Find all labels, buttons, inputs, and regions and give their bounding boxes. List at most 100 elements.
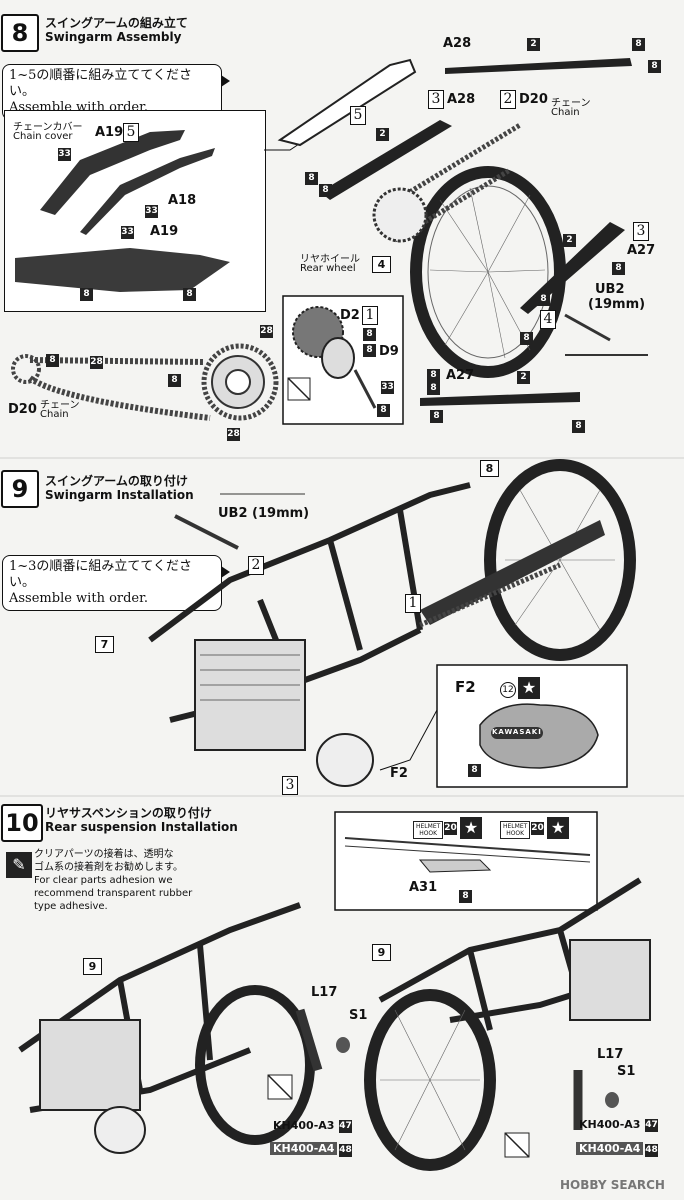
order-3-marker: 3 [428,90,444,109]
star-icon: ★ [547,817,569,839]
part-8-label: 8 [377,404,390,417]
part-47-label: 47 [339,1120,352,1133]
part-12-circle: 12 [500,682,516,698]
star-icon: ★ [460,817,482,839]
kawasaki-logo-label: KAWASAKI [492,728,542,736]
part-d20-label: D20 [8,402,37,417]
step-10-title-en: Rear suspension Installation [45,820,238,834]
part-f2-label: F2 [390,766,408,781]
part-l17-label: L17 [597,1047,624,1062]
part-8-label: 8 [648,60,661,73]
part-8-label: 8 [468,764,481,777]
helmet-hook-tag: HELMET HOOK [413,821,444,839]
part-a19-label: A19 [150,224,179,239]
order-3-marker: 3 [282,776,298,795]
part-47-label: 47 [645,1119,658,1132]
part-33-label: 33 [58,148,71,161]
part-a19-label: A19 [95,125,124,140]
part-d9-label: D9 [379,344,399,359]
part-20-label: 20 [444,822,457,835]
order-5-marker: 5 [350,106,366,125]
caution-jp-2: ゴム系の接着剤をお勧めします。 [34,862,183,873]
chain-en-label: Chain [40,409,69,420]
part-20-label: 20 [531,822,544,835]
chain-jp-label: チェーン [40,400,80,411]
chain-cover-jp-label: チェーンカバー [13,122,83,133]
part-28-label: 28 [260,325,273,338]
part-8-label: 8 [363,328,376,341]
helmet-hook-line-1: HELMET [416,823,441,830]
order-1-marker: 1 [405,594,421,613]
caution-en-2: recommend transparent rubber [34,888,193,899]
part-8-label: 8 [480,460,499,477]
step-8-title-jp: スイングアームの組み立て [45,16,188,30]
part-a28-label: A28 [447,92,476,107]
adhesive-caution-text: クリアパーツの接着は、透明な ゴム系の接着剤をお勧めします。 For clear… [34,848,192,913]
rear-wheel-en-label: Rear wheel [300,263,356,274]
part-8-label: 8 [572,420,585,433]
ub2-19mm-label: UB2 (19mm) [218,506,310,521]
part-a31-label: A31 [409,880,438,895]
part-ub2-label: UB2 [595,282,625,297]
part-8-label: 8 [427,369,440,382]
part-2-label: 2 [563,234,576,247]
step-8-number: 8 [1,14,39,52]
part-9-label: 9 [83,958,102,975]
chain-cover-en-label: Chain cover [13,131,73,142]
kh400-a4-label: KH400-A4 [576,1142,644,1155]
part-7-label: 7 [95,636,114,653]
caution-jp-1: クリアパーツの接着は、透明な [34,849,174,860]
helmet-hook-line-1: HELMET [503,823,528,830]
part-28-label: 28 [227,428,240,441]
kh400-a3-label: KH400-A3 [273,1119,335,1132]
part-33-label: 33 [381,381,394,394]
part-s1-label: S1 [349,1008,368,1023]
part-8-label: 8 [537,293,550,306]
part-2-label: 2 [376,128,389,141]
part-33-label: 33 [121,226,134,239]
part-8-label: 8 [612,262,625,275]
part-d20-label: D20 [519,92,548,107]
part-8-label: 8 [168,374,181,387]
step-10-title-jp: リヤサスペンションの取り付け [45,806,212,820]
part-a28-top: A28 [443,36,472,51]
order-1-marker: 1 [362,306,378,325]
step-8-title-en: Swingarm Assembly [45,30,182,44]
part-8-label: 8 [632,38,645,51]
helmet-hook-line-2: HOOK [506,830,525,837]
caution-en-1: For clear parts adhesion we [34,875,173,886]
step-8-note-jp: 1~5の順番に組み立ててください。 [9,68,193,99]
step-9-title-jp: スイングアームの取り付け [45,474,188,488]
part-28-label: 28 [90,356,103,369]
part-8-label: 8 [183,288,196,301]
part-8-label: 8 [319,184,332,197]
helmet-hook-line-2: HOOK [419,830,438,837]
part-l17-label: L17 [311,985,338,1000]
part-8-label: 8 [305,172,318,185]
kh400-a3-label: KH400-A3 [579,1118,641,1131]
step-9-title-en: Swingarm Installation [45,488,194,502]
part-8-label: 8 [459,890,472,903]
part-d2-label: D2 [340,308,360,323]
rear-wheel-jp-label: リヤホイール [300,254,360,265]
watermark: HOBBY SEARCH [560,1178,665,1192]
part-8-label: 8 [520,332,533,345]
helmet-hook-tag: HELMET HOOK [500,821,531,839]
order-2-marker: 2 [500,90,516,109]
part-2-label: 2 [517,371,530,384]
part-8-label: 8 [46,354,59,367]
part-ub2-size-label: (19mm) [588,297,646,312]
part-8-label: 8 [363,344,376,357]
step-9-number: 9 [1,470,39,508]
part-48-label: 48 [339,1144,352,1157]
part-a27-label: A27 [627,243,656,258]
order-3-marker: 3 [633,222,649,241]
part-a27-label: A27 [446,368,475,383]
star-icon: ★ [518,677,540,699]
order-2-marker: 2 [248,556,264,575]
part-8-label: 8 [430,410,443,423]
part-f2-panel-label: F2 [455,678,476,696]
step-10-number: 10 [1,804,43,842]
part-33-label: 33 [145,205,158,218]
